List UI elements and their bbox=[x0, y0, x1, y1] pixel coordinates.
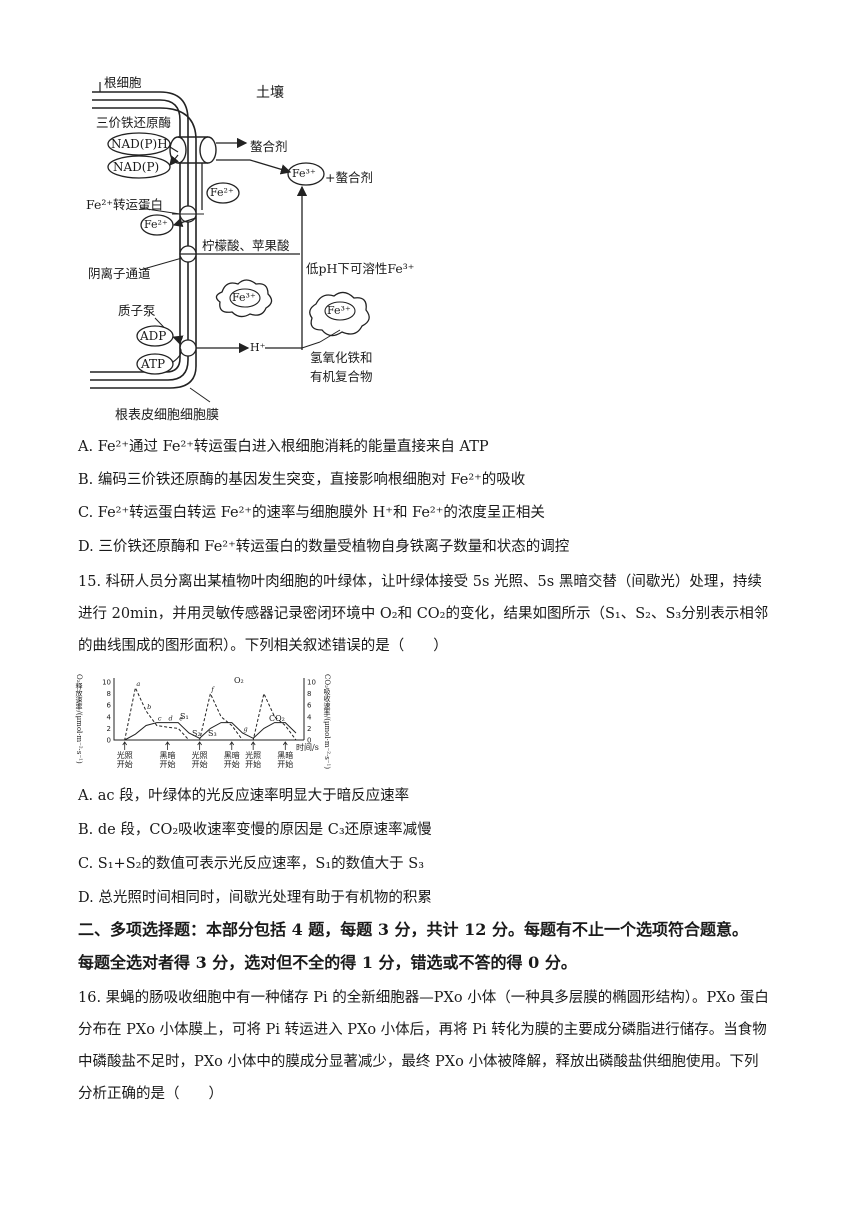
label-ferric-hydroxide-1: 氢氧化铁和 bbox=[310, 350, 373, 365]
chart-x-marker-arrow bbox=[229, 741, 235, 750]
chart-ytick-right: 8 bbox=[307, 690, 311, 698]
label-epidermis-membrane: 根表皮细胞细胞膜 bbox=[115, 408, 220, 423]
chart-point-label: d bbox=[169, 715, 173, 723]
chart-legend-o2: O₂ bbox=[234, 676, 244, 685]
chart-area-s3: S₃ bbox=[208, 729, 217, 738]
label-fe3-inside: Fe³⁺ bbox=[232, 291, 256, 304]
outer-membrane-line bbox=[90, 91, 189, 381]
ferric-reductase-end-left bbox=[169, 136, 187, 164]
proton-pump-circle bbox=[179, 339, 197, 357]
label-chelator: 螯合剂 bbox=[250, 139, 288, 154]
label-citric-malic: 柠檬酸、苹果酸 bbox=[202, 238, 290, 253]
label-fe2-transporter: Fe²⁺转运蛋白 bbox=[86, 197, 163, 212]
chart-x-marker-label: 黑暗开始 bbox=[277, 751, 294, 769]
chart-point-label: a bbox=[136, 680, 140, 688]
label-ferric-hydroxide-2: 有机复合物 bbox=[310, 369, 373, 384]
chart-x-marker-arrow bbox=[250, 741, 256, 750]
q16-line-2: 分布在 PXo 小体膜上，可将 Pi 转运进入 PXo 小体后，再将 Pi 转化… bbox=[78, 1022, 767, 1038]
chart-ytick-left: 8 bbox=[107, 690, 111, 698]
chart-ytick-left: 6 bbox=[107, 702, 112, 710]
chart-point-label: b bbox=[147, 703, 151, 711]
q14-option-d: D. 三价铁还原酶和 Fe²⁺转运蛋白的数量受植物自身铁离子数量和状态的调控 bbox=[78, 539, 570, 555]
chart-xlabel: 时间/s bbox=[296, 743, 319, 752]
chart-legend-co2: CO₂ bbox=[269, 714, 285, 723]
q15-option-d: D. 总光照时间相同时，间歇光处理有助于有机物的积累 bbox=[78, 890, 432, 906]
chart-x-marker-label: 光照开始 bbox=[116, 751, 133, 769]
chart-ylabel-right: CO₂吸收速率/(μmol·m⁻²·s⁻¹) bbox=[323, 674, 331, 770]
q16-line-4: 分析正确的是（ ） bbox=[78, 1086, 223, 1102]
q15-stem-line-3: 的曲线围成的图形面积）。下列相关叙述错误的是（ ） bbox=[78, 638, 448, 654]
chart-ytick-left: 10 bbox=[102, 679, 111, 687]
chart-series-o2 bbox=[114, 686, 297, 741]
chart-x-marker-label: 黑暗开始 bbox=[223, 751, 240, 769]
chart-point-label: f bbox=[210, 686, 215, 694]
nadph-oval bbox=[107, 132, 171, 156]
chart-ytick-right: 10 bbox=[307, 679, 316, 687]
q15-stem-line-2: 进行 20min，并用灵敏传感器记录密闭环境中 O₂和 CO₂的变化，结果如图所… bbox=[78, 606, 769, 622]
chart-ytick-right: 0 bbox=[307, 737, 311, 745]
section2-heading-line-1: 二、多项选择题：本部分包括 4 题，每题 3 分，共计 12 分。每题有不止一个… bbox=[78, 920, 748, 939]
iron-uptake-diagram: 根细胞 土壤 三价铁还原酶 NAD(P)H NAD(P) 螯合剂 Fe³⁺ +螯… bbox=[0, 0, 860, 430]
chart-area-s2: S₂ bbox=[192, 729, 201, 738]
chart-point-label: c bbox=[158, 715, 162, 723]
chart-ytick-left: 2 bbox=[107, 725, 111, 733]
chart-ytick-left: 0 bbox=[107, 737, 111, 745]
chart-point-label: e bbox=[179, 715, 183, 723]
q15-option-a: A. ac 段，叶绿体的光反应速率明显大于暗反应速率 bbox=[78, 788, 410, 804]
chart-point-label: g bbox=[243, 725, 247, 733]
chart-ylabel-left: O₂释放速率/(μmol·m⁻²·s⁻¹) bbox=[75, 674, 83, 764]
ferric-reductase-end-right bbox=[199, 136, 217, 164]
chart-x-marker-label: 光照开始 bbox=[191, 751, 208, 769]
nadp-oval bbox=[107, 155, 171, 179]
chart-x-marker-label: 黑暗开始 bbox=[159, 751, 176, 769]
section2-heading-line-2: 每题全选对者得 3 分，选对但不全的得 1 分，错选或不答的得 0 分。 bbox=[78, 953, 577, 972]
label-fe3-outside: Fe³⁺ bbox=[292, 167, 316, 180]
chart-ytick-right: 6 bbox=[307, 702, 312, 710]
chart-series-co2 bbox=[114, 722, 297, 741]
chart-ytick-right: 2 bbox=[307, 725, 311, 733]
label-fe2-inside: Fe²⁺ bbox=[144, 218, 168, 231]
label-fe2-outside: Fe²⁺ bbox=[210, 186, 234, 199]
q14-option-c: C. Fe²⁺转运蛋白转运 Fe²⁺的速率与细胞膜外 H⁺和 Fe²⁺的浓度呈正… bbox=[78, 505, 545, 521]
label-proton-pump: 质子泵 bbox=[118, 303, 156, 318]
label-nadph: NAD(P)H bbox=[111, 137, 168, 151]
label-root-cell: 根细胞 bbox=[104, 75, 142, 90]
q16-line-3: 中磷酸盐不足时，PXo 小体中的膜成分显著减少，最终 PXo 小体被降解，释放出… bbox=[78, 1054, 759, 1070]
atp-oval bbox=[136, 353, 174, 375]
chart-x-marker-arrow bbox=[197, 741, 202, 750]
label-nadp: NAD(P) bbox=[113, 160, 160, 174]
label-anion-channel: 阴离子通道 bbox=[88, 266, 151, 281]
chart-x-marker-arrow bbox=[122, 741, 128, 750]
label-fe3-chelator: +螯合剂 bbox=[325, 170, 373, 185]
label-low-ph-fe3: 低pH下可溶性Fe³⁺ bbox=[306, 261, 415, 276]
inner-membrane-line bbox=[90, 99, 181, 373]
label-soil: 土壤 bbox=[256, 85, 284, 101]
diagram-graphics bbox=[90, 82, 370, 403]
chart-x-marker-label: 光照开始 bbox=[245, 751, 262, 769]
q15-option-c: C. S₁+S₂的数值可表示光反应速率，S₁的数值大于 S₃ bbox=[78, 856, 425, 872]
q15-option-b: B. de 段，CO₂吸收速率变慢的原因是 C₃还原速率减慢 bbox=[78, 822, 432, 838]
fe2-oval-outside bbox=[206, 182, 240, 204]
q16-line-1: 16. 果蝇的肠吸收细胞中有一种储存 Pi 的全新细胞器—PXo 小体（一种具多… bbox=[78, 990, 769, 1006]
label-atp: ATP bbox=[141, 357, 166, 371]
chart-ytick-right: 4 bbox=[307, 713, 312, 721]
chart-ytick-left: 4 bbox=[107, 713, 112, 721]
q15-stem-line-1: 15. 科研人员分离出某植物叶肉细胞的叶绿体，让叶绿体接受 5s 光照、5s 黑… bbox=[78, 574, 762, 590]
label-fe3-hydroxide: Fe³⁺ bbox=[327, 304, 351, 317]
label-adp: ADP bbox=[140, 329, 167, 343]
q14-option-b: B. 编码三价铁还原酶的基因发生突变，直接影响根细胞对 Fe²⁺的吸收 bbox=[78, 472, 526, 488]
label-h-plus: H⁺ bbox=[250, 341, 266, 354]
label-ferric-reductase: 三价铁还原酶 bbox=[96, 115, 172, 130]
chart-x-marker-arrow bbox=[282, 741, 288, 750]
chart-area-s1: S₁ bbox=[180, 712, 189, 721]
chart-x-marker-arrow bbox=[165, 741, 170, 750]
q14-option-a: A. Fe²⁺通过 Fe²⁺转运蛋白进入根细胞消耗的能量直接来自 ATP bbox=[78, 439, 489, 455]
